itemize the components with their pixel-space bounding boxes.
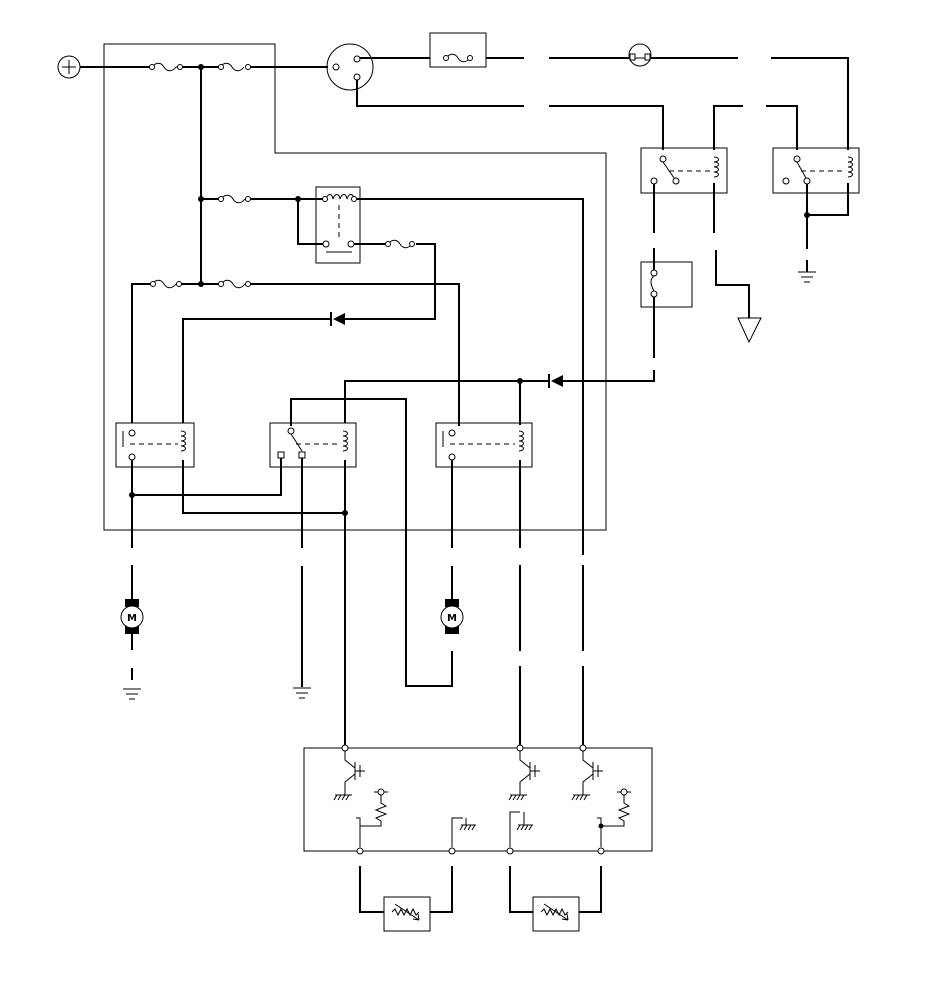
diode-outer (548, 374, 563, 388)
relay-top-1 (640, 147, 728, 194)
transistor-3 (571, 751, 603, 801)
battery-terminal (57, 55, 81, 79)
resistor-2 (597, 788, 631, 827)
motor-1: M (120, 599, 144, 634)
ground-symbol-relay-b (293, 676, 311, 699)
fuse-box-top (429, 32, 487, 68)
relay-b (269, 422, 357, 468)
transistor-2 (508, 751, 540, 801)
switch-box (640, 261, 693, 308)
relay-top-2 (772, 147, 860, 194)
relay-inner (315, 186, 361, 264)
inline-connector (628, 43, 652, 67)
control-module (303, 747, 653, 852)
ignition-switch (326, 43, 374, 91)
ground-symbol-motor-1 (123, 688, 141, 700)
chassis-ground-triangle (737, 317, 762, 344)
diode-inner (330, 312, 345, 326)
motor-2-label: M (447, 613, 457, 624)
thermistor-sensor-2 (532, 896, 580, 932)
transistor-1 (333, 751, 365, 801)
relay-a (115, 422, 195, 468)
motor-2: M (440, 599, 464, 634)
fuse-main-2 (219, 62, 245, 72)
resistor-1 (356, 788, 388, 827)
ground-symbol-top-right (798, 260, 816, 283)
control-unit-outline (103, 43, 607, 531)
relay-c (435, 422, 533, 468)
thermistor-sensor-1 (383, 896, 431, 932)
fuse-main-1 (151, 62, 181, 72)
motor-1-label: M (127, 613, 137, 624)
